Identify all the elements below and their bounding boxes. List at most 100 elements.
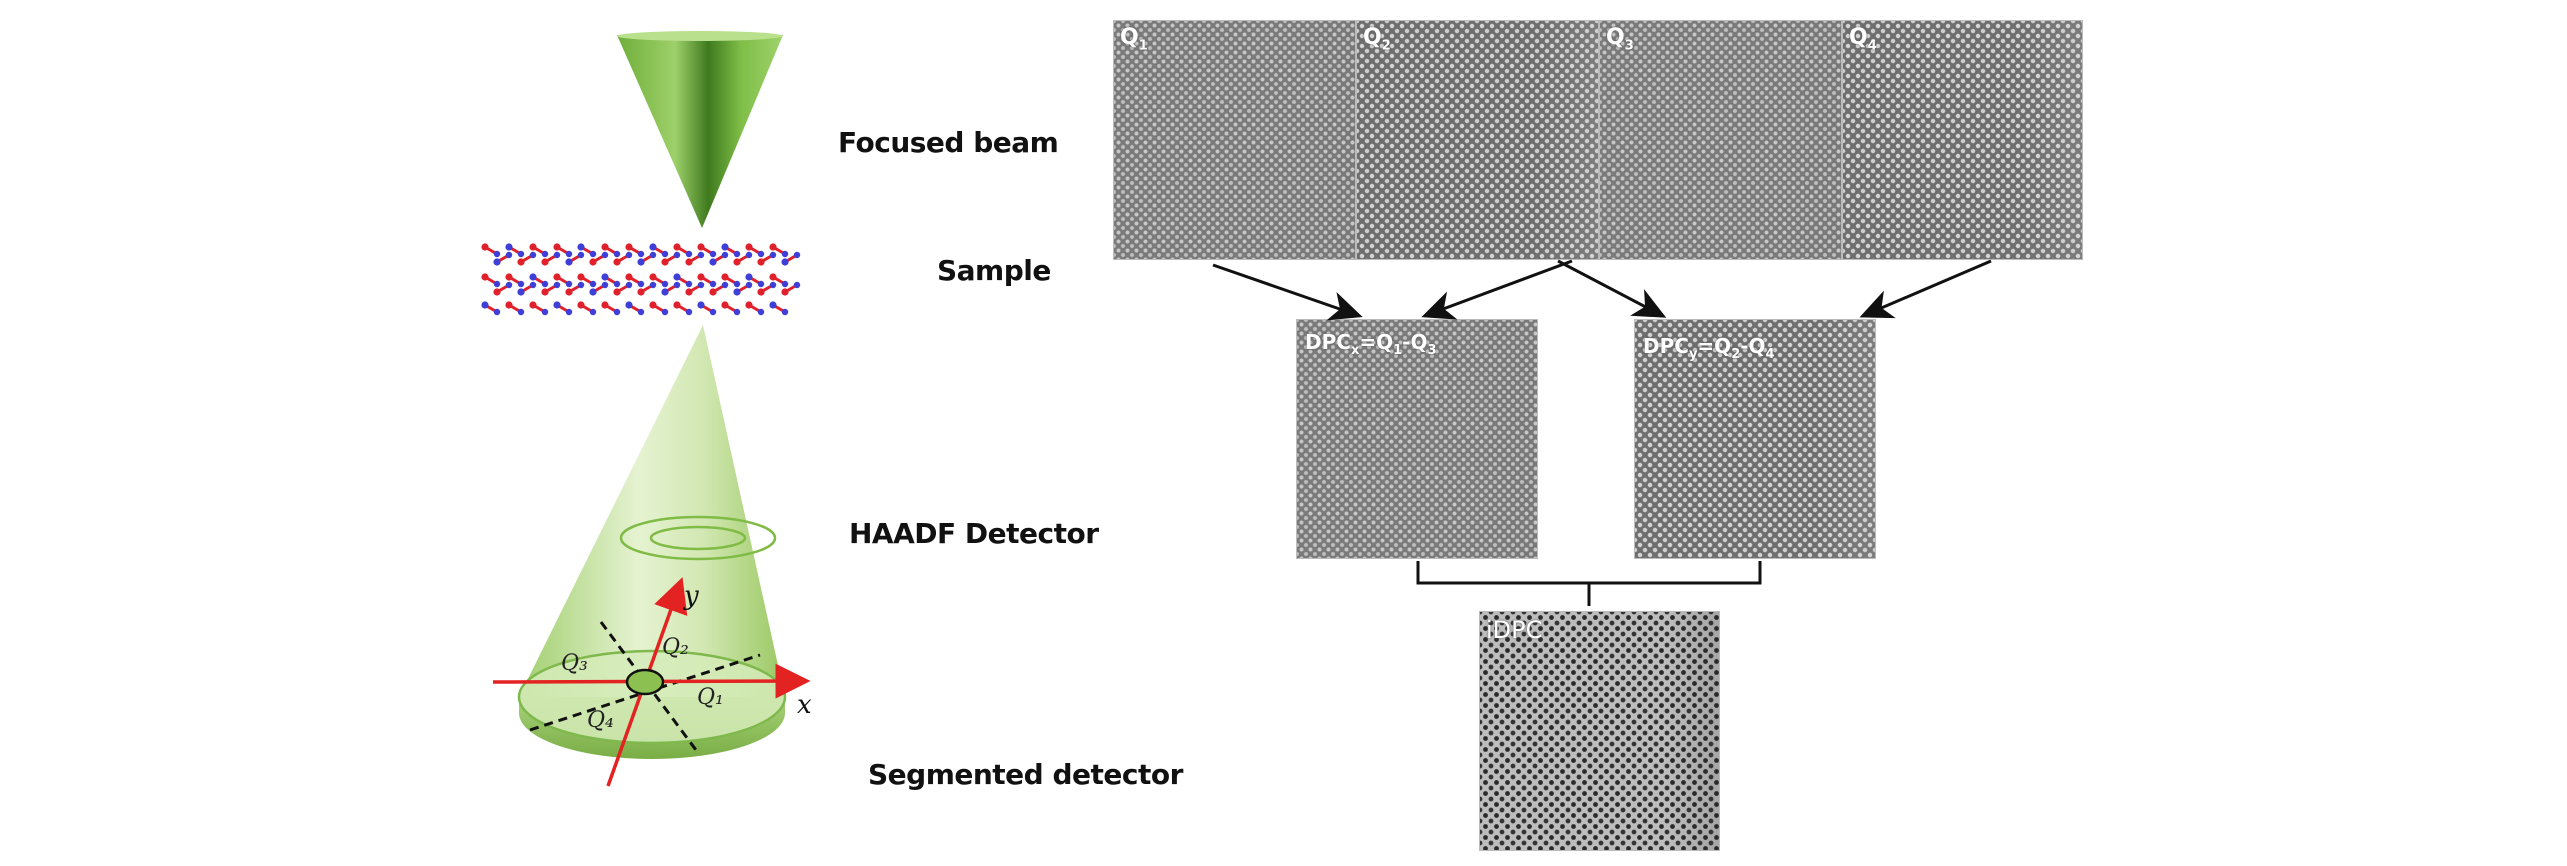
atom xyxy=(601,273,609,281)
atom xyxy=(637,258,645,266)
atom xyxy=(697,243,705,251)
panel-q3-label: Q3 xyxy=(1606,25,1634,54)
panel-q4-label: Q4 xyxy=(1849,25,1877,54)
atom xyxy=(637,250,645,258)
atom xyxy=(481,273,489,281)
atom xyxy=(697,301,705,309)
atom xyxy=(613,258,621,266)
atom xyxy=(541,250,549,258)
atom xyxy=(745,243,753,251)
panel-dpc-x: DPCx=Q1-Q3 xyxy=(1296,319,1538,559)
atom xyxy=(745,301,753,309)
atom xyxy=(589,250,597,258)
atom xyxy=(709,250,717,258)
atom xyxy=(601,301,609,309)
panel-dpc-y: DPCy=Q2-Q4 xyxy=(1634,319,1876,559)
label-haadf-detector: HAADF Detector xyxy=(849,517,1099,550)
atom xyxy=(493,308,501,316)
atom xyxy=(541,258,549,266)
atom xyxy=(781,258,789,266)
atom xyxy=(793,251,801,259)
atom xyxy=(529,243,537,251)
atom xyxy=(481,243,489,251)
atom xyxy=(685,288,693,296)
atom xyxy=(745,251,753,259)
axis-y-label: y xyxy=(683,581,699,611)
atom xyxy=(541,280,549,288)
atom xyxy=(649,251,657,259)
atom xyxy=(517,308,525,316)
atom xyxy=(733,288,741,296)
atom xyxy=(529,251,537,259)
atom xyxy=(649,273,657,281)
atom xyxy=(637,308,645,316)
atom xyxy=(685,308,693,316)
atom xyxy=(649,301,657,309)
atom xyxy=(781,308,789,316)
atom xyxy=(553,273,561,281)
atom xyxy=(709,280,717,288)
atom xyxy=(745,273,753,281)
center-segment xyxy=(625,668,665,696)
atom xyxy=(529,281,537,289)
sample-lattice xyxy=(481,243,801,316)
panel-q1: Q1 xyxy=(1113,20,1356,260)
atom xyxy=(673,281,681,289)
atom xyxy=(649,243,657,251)
atom xyxy=(625,243,633,251)
atom xyxy=(517,258,525,266)
atom xyxy=(601,281,609,289)
atom xyxy=(553,251,561,259)
label-segmented-detector: Segmented detector xyxy=(868,758,1183,791)
atom xyxy=(565,258,573,266)
atom xyxy=(661,250,669,258)
atom xyxy=(697,273,705,281)
atom xyxy=(577,251,585,259)
atom xyxy=(493,288,501,296)
atom xyxy=(661,288,669,296)
atom xyxy=(553,301,561,309)
atom xyxy=(769,273,777,281)
schematic: x y Q₁ Q₂ Q₃ Q₄ xyxy=(481,31,812,787)
atom xyxy=(517,280,525,288)
atom xyxy=(625,301,633,309)
atom xyxy=(577,273,585,281)
atom xyxy=(493,250,501,258)
atom xyxy=(589,308,597,316)
atom xyxy=(565,280,573,288)
atom xyxy=(721,243,729,251)
atom xyxy=(625,251,633,259)
atom xyxy=(565,250,573,258)
atom xyxy=(781,250,789,258)
atom xyxy=(757,308,765,316)
quadrant-q1: Q₁ xyxy=(697,685,724,710)
atom xyxy=(517,288,525,296)
atom xyxy=(589,280,597,288)
atom xyxy=(553,243,561,251)
atom xyxy=(733,250,741,258)
atom xyxy=(613,288,621,296)
atom xyxy=(709,288,717,296)
panel-dpc-x-label: DPCx=Q1-Q3 xyxy=(1305,330,1437,358)
detector-cone xyxy=(517,325,787,759)
haadf-detector-rings xyxy=(619,515,777,561)
atom xyxy=(577,281,585,289)
atom xyxy=(505,281,513,289)
arrow-q4-to-dpcy xyxy=(1859,259,1992,319)
atom xyxy=(649,281,657,289)
arrow-q1-to-dpcx xyxy=(1212,263,1363,321)
atom xyxy=(721,301,729,309)
atom xyxy=(685,280,693,288)
atom xyxy=(637,280,645,288)
panel-q2: Q2 xyxy=(1356,20,1599,260)
atom xyxy=(505,301,513,309)
panel-q2-label: Q2 xyxy=(1363,25,1391,54)
panel-q1-label: Q1 xyxy=(1120,25,1148,54)
atom xyxy=(505,251,513,259)
atom xyxy=(589,258,597,266)
label-sample: Sample xyxy=(937,254,1051,287)
atom xyxy=(637,288,645,296)
atom xyxy=(781,288,789,296)
atom xyxy=(553,281,561,289)
panel-q4: Q4 xyxy=(1842,20,2083,260)
